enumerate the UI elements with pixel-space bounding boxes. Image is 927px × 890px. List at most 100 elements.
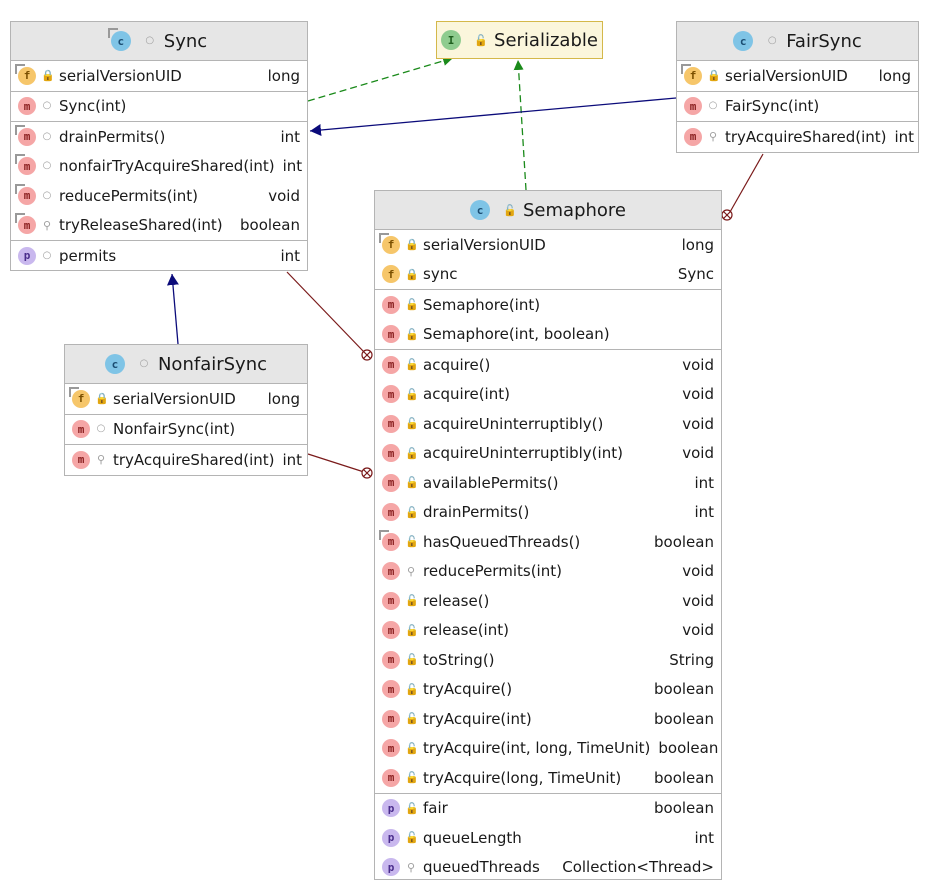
- member-name: FairSync(int): [725, 97, 820, 116]
- member-row[interactable]: m○drainPermits()int: [11, 122, 307, 152]
- public-unlock-icon: 🔓: [405, 741, 419, 755]
- method-icon: m: [382, 355, 400, 374]
- class-name: FairSync: [786, 30, 862, 52]
- public-unlock-icon: 🔓: [405, 387, 419, 401]
- method-icon: m: [382, 414, 400, 433]
- member-row[interactable]: m○NonfairSync(int): [65, 415, 307, 445]
- member-row[interactable]: m○reducePermits(int)void: [11, 181, 307, 211]
- methods-section: m⚲tryAcquireShared(int)int: [677, 122, 918, 152]
- serializable-interface-box[interactable]: I 🔓 Serializable: [436, 21, 603, 59]
- class-name: Semaphore: [523, 199, 626, 221]
- class-header: c○FairSync: [677, 22, 918, 61]
- member-row[interactable]: m🔓hasQueuedThreads()boolean: [375, 527, 721, 557]
- member-type: void: [268, 186, 300, 205]
- edge-nonfairsync-semaphore: [307, 453, 365, 473]
- method-icon: m: [18, 97, 36, 116]
- member-row[interactable]: m⚲tryAcquireShared(int)int: [677, 122, 918, 152]
- member-row[interactable]: m🔓release(int)void: [375, 616, 721, 646]
- constructors-section: m🔓Semaphore(int)m🔓Semaphore(int, boolean…: [375, 290, 721, 350]
- protected-key-icon: ⚲: [96, 453, 106, 467]
- member-row[interactable]: m🔓release()void: [375, 586, 721, 616]
- member-row[interactable]: m🔓tryAcquire(int, long, TimeUnit)boolean: [375, 734, 721, 764]
- member-row[interactable]: m○Sync(int): [11, 92, 307, 122]
- member-name: tryAcquireShared(int): [725, 127, 887, 146]
- member-type: int: [282, 157, 303, 176]
- method-icon: m: [382, 709, 400, 728]
- private-lock-icon: 🔒: [707, 69, 721, 83]
- package-private-icon: ○: [139, 358, 149, 369]
- member-type: long: [267, 66, 300, 85]
- member-row[interactable]: m🔓Semaphore(int, boolean): [375, 320, 721, 350]
- member-name: Semaphore(int, boolean): [423, 325, 610, 344]
- method-icon: m: [379, 529, 400, 551]
- member-name: tryAcquire(int, long, TimeUnit): [423, 739, 651, 758]
- member-name: tryReleaseShared(int): [59, 216, 223, 235]
- member-name: drainPermits(): [423, 503, 530, 522]
- member-type: int: [694, 473, 714, 492]
- member-type: long: [878, 66, 911, 85]
- member-type: void: [682, 621, 714, 640]
- member-row[interactable]: m○nonfairTryAcquireShared(int)int: [11, 152, 307, 182]
- member-type: void: [682, 562, 714, 581]
- member-row[interactable]: m🔓availablePermits()int: [375, 468, 721, 498]
- public-unlock-icon: 🔓: [405, 446, 419, 460]
- method-icon: m: [382, 295, 400, 314]
- field-icon: f: [69, 386, 90, 408]
- method-icon: m: [72, 420, 90, 439]
- member-name: serialVersionUID: [423, 235, 546, 254]
- member-type: String: [669, 650, 714, 669]
- private-lock-icon: 🔒: [405, 238, 419, 252]
- member-row[interactable]: m⚲tryAcquireShared(int)int: [65, 445, 307, 475]
- member-name: reducePermits(int): [59, 186, 198, 205]
- member-row[interactable]: m🔓acquireUninterruptibly()void: [375, 409, 721, 439]
- member-row[interactable]: m🔓tryAcquire(int)boolean: [375, 704, 721, 734]
- property-icon: p: [382, 828, 400, 847]
- member-row[interactable]: m○FairSync(int): [677, 92, 918, 122]
- class-name: NonfairSync: [157, 353, 268, 375]
- member-row[interactable]: m🔓tryAcquire()boolean: [375, 675, 721, 705]
- member-type: void: [682, 444, 714, 463]
- member-name: toString(): [423, 650, 495, 669]
- member-name: acquire(): [423, 355, 491, 374]
- method-icon: m: [382, 473, 400, 492]
- member-name: release(): [423, 591, 490, 610]
- member-row[interactable]: m🔓acquire()void: [375, 350, 721, 380]
- member-row[interactable]: m🔓acquireUninterruptibly(int)void: [375, 439, 721, 469]
- member-name: serialVersionUID: [113, 389, 236, 408]
- member-row[interactable]: m🔓toString()String: [375, 645, 721, 675]
- package-private-icon: ○: [42, 130, 52, 142]
- package-private-icon: ○: [42, 249, 52, 261]
- member-row[interactable]: m🔓Semaphore(int): [375, 290, 721, 320]
- method-icon: m: [72, 450, 90, 469]
- class-icon: c: [104, 354, 125, 374]
- package-private-icon: ○: [42, 160, 52, 172]
- member-row[interactable]: m🔓tryAcquire(long, TimeUnit)boolean: [375, 763, 721, 793]
- private-lock-icon: 🔒: [41, 69, 55, 83]
- public-unlock-icon: 🔓: [405, 298, 419, 312]
- package-private-icon: ○: [708, 100, 718, 112]
- member-type: boolean: [654, 799, 714, 818]
- protected-key-icon: ⚲: [406, 564, 416, 578]
- member-row[interactable]: m⚲reducePermits(int)void: [375, 557, 721, 587]
- member-row[interactable]: m⚲tryReleaseShared(int)boolean: [11, 211, 307, 241]
- member-row[interactable]: m🔓drainPermits()int: [375, 498, 721, 528]
- class-header: c○Sync: [11, 22, 307, 61]
- member-row[interactable]: m🔓acquire(int)void: [375, 380, 721, 410]
